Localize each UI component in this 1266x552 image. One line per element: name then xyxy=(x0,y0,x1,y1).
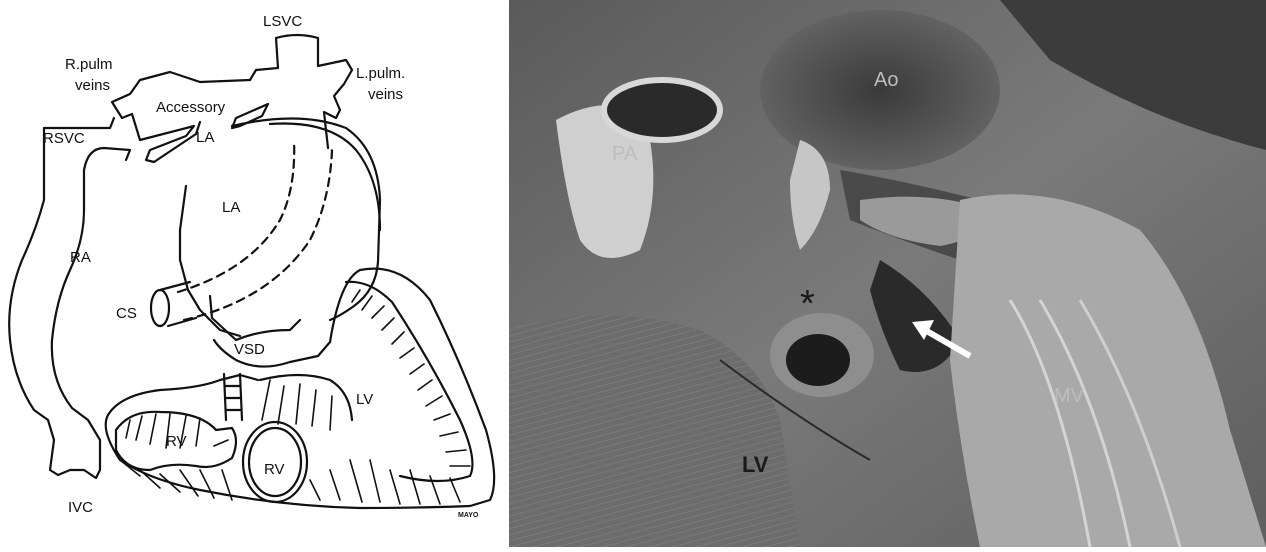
label-cs: CS xyxy=(116,305,137,322)
label-rsvc: RSVC xyxy=(43,130,85,147)
ivs xyxy=(260,375,352,420)
label-rv-inner: RV xyxy=(264,461,285,478)
heart-diagram xyxy=(9,35,494,508)
cs-dashed-1 xyxy=(178,140,294,292)
trabeculae xyxy=(120,290,470,504)
label-ivc: IVC xyxy=(68,499,93,516)
label-mv: MV xyxy=(1054,385,1085,407)
ladder xyxy=(224,374,242,420)
label-pa: PA xyxy=(612,143,638,165)
label-mayo: MAYO xyxy=(458,512,479,519)
label-vsd: VSD xyxy=(234,341,265,358)
cs-dashed-2 xyxy=(184,150,332,320)
label-ao: Ao xyxy=(874,69,898,91)
label-la-main: LA xyxy=(222,199,240,216)
label-rpulm-1: R.pulm xyxy=(65,56,113,73)
accessory-vessel xyxy=(112,72,250,162)
label-rv-outer: RV xyxy=(166,433,187,450)
lsvc-top xyxy=(276,35,318,38)
label-accessory: Accessory xyxy=(156,99,226,116)
la-outer-arc xyxy=(270,124,380,230)
label-lpulm-1: L.pulm. xyxy=(356,65,405,82)
cs-cylinder xyxy=(160,282,196,326)
label-ra: RA xyxy=(70,249,91,266)
lsvc-vessel xyxy=(250,38,352,148)
label-lpulm-2: veins xyxy=(368,86,403,103)
label-rpulm-2: veins xyxy=(75,77,110,94)
cs-end xyxy=(151,290,169,326)
label-lv: LV xyxy=(356,391,373,408)
diagram-labels: LSVC R.pulm veins L.pulm. veins Accessor… xyxy=(43,13,479,519)
la-right-wall xyxy=(232,118,380,320)
label-lsvc: LSVC xyxy=(263,13,302,30)
ra-outline xyxy=(9,118,130,478)
label-la-top: LA xyxy=(196,129,214,146)
label-asterisk: * xyxy=(800,283,815,325)
label-photo-lv: LV xyxy=(742,452,769,477)
